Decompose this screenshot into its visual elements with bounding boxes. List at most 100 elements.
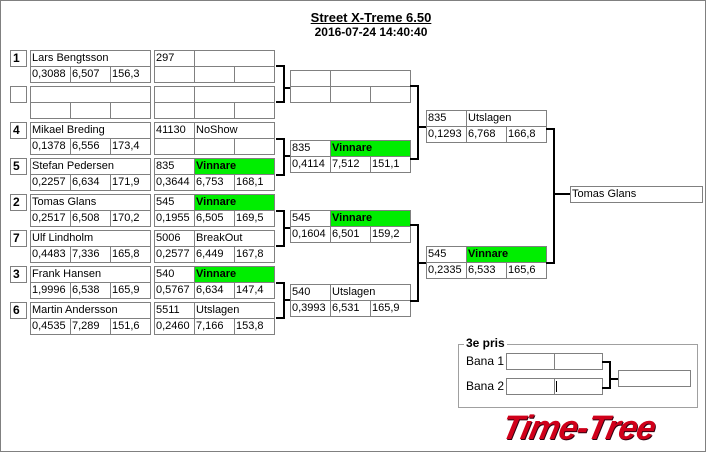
racer-stat[interactable]: 171,9: [110, 174, 151, 191]
result-stat[interactable]: 0,1293: [426, 126, 467, 143]
result-status[interactable]: Vinnare: [466, 246, 547, 263]
final-winner[interactable]: Tomas Glans: [570, 186, 703, 203]
racer-name[interactable]: Frank Hansen: [30, 266, 151, 283]
result-code[interactable]: 835: [426, 110, 467, 127]
racer-name[interactable]: Tomas Glans: [30, 194, 151, 211]
result-status[interactable]: NoShow: [194, 122, 275, 139]
racer-stat[interactable]: 7,289: [70, 318, 111, 335]
result-stat[interactable]: 6,768: [466, 126, 507, 143]
result-stat[interactable]: 6,449: [194, 246, 235, 263]
result-stat[interactable]: [194, 66, 235, 83]
racer-stat[interactable]: 7,336: [70, 246, 111, 263]
racer-name[interactable]: [30, 86, 151, 103]
result-stat[interactable]: 6,501: [330, 226, 371, 243]
result-status[interactable]: Vinnare: [330, 140, 411, 157]
racer-stat[interactable]: 151,6: [110, 318, 151, 335]
result-stat[interactable]: 169,5: [234, 210, 275, 227]
result-stat[interactable]: 151,1: [370, 156, 411, 173]
racer-stat[interactable]: 0,4483: [30, 246, 71, 263]
result-stat[interactable]: 0,3644: [154, 174, 195, 191]
result-stat[interactable]: 166,8: [506, 126, 547, 143]
result-code[interactable]: 545: [290, 210, 331, 227]
result-stat[interactable]: 165,6: [506, 262, 547, 279]
result-code[interactable]: 41130: [154, 122, 195, 139]
result-stat[interactable]: 147,4: [234, 282, 275, 299]
result-stat[interactable]: [234, 66, 275, 83]
lane1-status[interactable]: [554, 353, 603, 370]
result-stat[interactable]: 168,1: [234, 174, 275, 191]
result-code[interactable]: 297: [154, 50, 195, 67]
result-code[interactable]: 540: [154, 266, 195, 283]
result-stat[interactable]: 159,2: [370, 226, 411, 243]
result-status[interactable]: Vinnare: [194, 158, 275, 175]
result-stat[interactable]: 153,8: [234, 318, 275, 335]
result-code[interactable]: 545: [154, 194, 195, 211]
result-status[interactable]: Utslagen: [330, 284, 411, 301]
racer-stat[interactable]: 165,9: [110, 282, 151, 299]
lane2-status[interactable]: [554, 378, 603, 395]
racer-name[interactable]: Stefan Pedersen: [30, 158, 151, 175]
result-stat[interactable]: [194, 102, 235, 119]
result-stat[interactable]: 7,166: [194, 318, 235, 335]
result-status[interactable]: [194, 86, 275, 103]
result-stat[interactable]: 0,2577: [154, 246, 195, 263]
result-stat[interactable]: 167,8: [234, 246, 275, 263]
lane2-code[interactable]: [506, 378, 555, 395]
racer-stat[interactable]: [30, 102, 71, 119]
result-stat[interactable]: 0,3993: [290, 300, 331, 317]
lane1-code[interactable]: [506, 353, 555, 370]
racer-stat[interactable]: 0,2257: [30, 174, 71, 191]
racer-stat[interactable]: 6,634: [70, 174, 111, 191]
result-stat[interactable]: 6,753: [194, 174, 235, 191]
result-status[interactable]: Vinnare: [330, 210, 411, 227]
result-stat[interactable]: 6,634: [194, 282, 235, 299]
result-status[interactable]: Vinnare: [194, 194, 275, 211]
result-stat[interactable]: [330, 86, 371, 103]
result-stat[interactable]: 0,2335: [426, 262, 467, 279]
racer-stat[interactable]: 6,508: [70, 210, 111, 227]
third-place-winner[interactable]: [618, 370, 691, 387]
racer-stat[interactable]: [70, 102, 111, 119]
racer-stat[interactable]: 6,538: [70, 282, 111, 299]
racer-name[interactable]: Mikael Breding: [30, 122, 151, 139]
racer-stat[interactable]: 1,9996: [30, 282, 71, 299]
result-stat[interactable]: 6,531: [330, 300, 371, 317]
result-status[interactable]: [330, 70, 411, 87]
result-code[interactable]: [290, 70, 331, 87]
result-stat[interactable]: 0,2460: [154, 318, 195, 335]
racer-stat[interactable]: 170,2: [110, 210, 151, 227]
result-code[interactable]: 5511: [154, 302, 195, 319]
result-stat[interactable]: 7,512: [330, 156, 371, 173]
result-stat[interactable]: 6,533: [466, 262, 507, 279]
result-stat[interactable]: 6,505: [194, 210, 235, 227]
result-code[interactable]: [154, 86, 195, 103]
racer-stat[interactable]: 0,4535: [30, 318, 71, 335]
result-stat[interactable]: 0,4114: [290, 156, 331, 173]
result-stat[interactable]: [194, 138, 235, 155]
result-stat[interactable]: 0,1955: [154, 210, 195, 227]
racer-stat[interactable]: 6,507: [70, 66, 111, 83]
result-code[interactable]: 5006: [154, 230, 195, 247]
racer-name[interactable]: Lars Bengtsson: [30, 50, 151, 67]
result-status[interactable]: Utslagen: [466, 110, 547, 127]
result-code[interactable]: 835: [290, 140, 331, 157]
result-code[interactable]: 545: [426, 246, 467, 263]
racer-name[interactable]: Martin Andersson: [30, 302, 151, 319]
result-stat[interactable]: [370, 86, 411, 103]
result-stat[interactable]: [154, 102, 195, 119]
result-code[interactable]: 835: [154, 158, 195, 175]
result-status[interactable]: Utslagen: [194, 302, 275, 319]
result-stat[interactable]: [290, 86, 331, 103]
racer-stat[interactable]: 0,1378: [30, 138, 71, 155]
result-stat[interactable]: 0,1604: [290, 226, 331, 243]
racer-stat[interactable]: 165,8: [110, 246, 151, 263]
result-stat[interactable]: [234, 138, 275, 155]
result-stat[interactable]: [234, 102, 275, 119]
result-code[interactable]: 540: [290, 284, 331, 301]
result-status[interactable]: [194, 50, 275, 67]
racer-stat[interactable]: 173,4: [110, 138, 151, 155]
result-stat[interactable]: [154, 66, 195, 83]
result-stat[interactable]: 0,5767: [154, 282, 195, 299]
result-status[interactable]: Vinnare: [194, 266, 275, 283]
result-status[interactable]: BreakOut: [194, 230, 275, 247]
